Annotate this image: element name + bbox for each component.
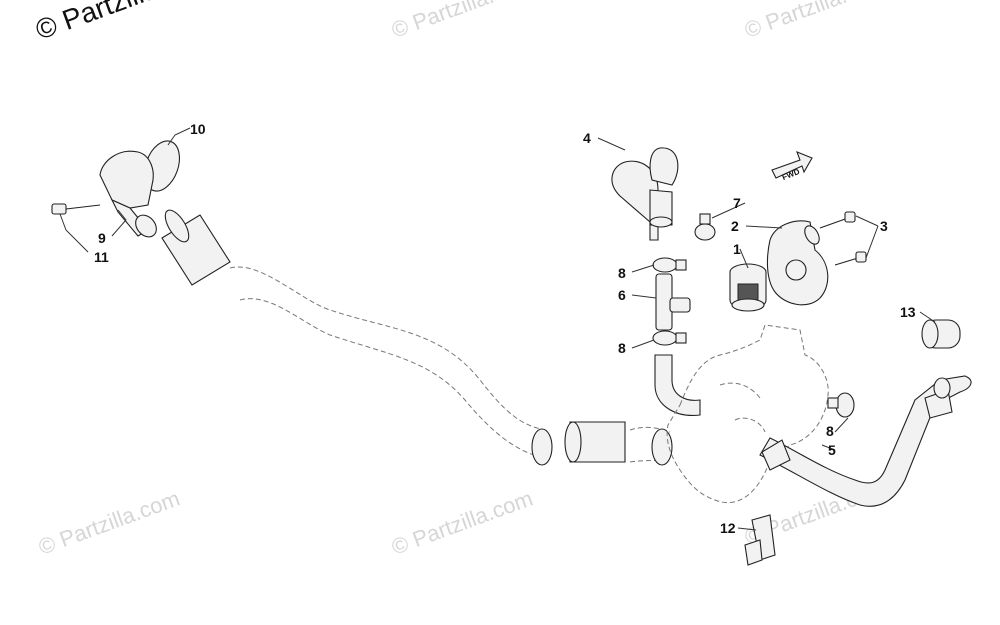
callout-12: 12	[720, 520, 736, 536]
bent-hose-upper	[611, 147, 679, 241]
watermark-top-center: © Partzilla.com	[388, 0, 536, 43]
hose-sleeve-upper	[161, 209, 231, 286]
callout-6: 6	[618, 287, 626, 303]
callout-1: 1	[733, 241, 741, 257]
bypass-hose	[759, 375, 972, 507]
thermostat	[729, 263, 767, 312]
water-pump-body	[666, 324, 829, 504]
hose-clamp-top	[652, 257, 687, 273]
callout-4: 4	[583, 130, 591, 146]
callout-8-middle: 8	[618, 340, 626, 356]
cover-bolts	[819, 211, 867, 266]
watermark-top-left: © Partzilla.com	[31, 0, 219, 46]
hose-clamp-upper-right	[694, 213, 716, 241]
callout-8-lower: 8	[826, 423, 834, 439]
callout-7: 7	[733, 195, 741, 211]
callout-8-top: 8	[618, 265, 626, 281]
hose-clamp-lower-right	[827, 392, 855, 418]
hose-clip	[744, 514, 776, 566]
callout-11: 11	[94, 249, 109, 265]
long-coolant-hose-ghost	[229, 266, 671, 463]
hose-sleeve-right	[921, 319, 961, 349]
callout-5: 5	[828, 442, 836, 458]
hose-sleeve-lower	[564, 421, 626, 463]
callout-9: 9	[98, 230, 106, 246]
hose-end-lower-left	[531, 428, 673, 466]
hose-to-pump	[654, 354, 701, 416]
callout-10: 10	[190, 121, 206, 137]
callout-2: 2	[731, 218, 739, 234]
callout-3: 3	[880, 218, 888, 234]
watermark-bottom-center: © Partzilla.com	[388, 486, 536, 560]
t-fitting	[655, 273, 691, 331]
forward-direction-marker: FWD	[771, 151, 813, 182]
outlet-housing-left	[99, 150, 157, 238]
watermark-top-right: © Partzilla.com	[741, 0, 889, 43]
leader-lines	[59, 127, 936, 531]
bolt-left	[51, 203, 101, 215]
callouts: 10 9 11 4 7 2 3 1 8 6 8 13 8 5 12	[94, 121, 916, 536]
watermark-bottom-left: © Partzilla.com	[35, 486, 183, 560]
hose-clamp-middle	[652, 330, 687, 346]
thermostat-cover	[766, 220, 829, 306]
callout-13: 13	[900, 304, 916, 320]
